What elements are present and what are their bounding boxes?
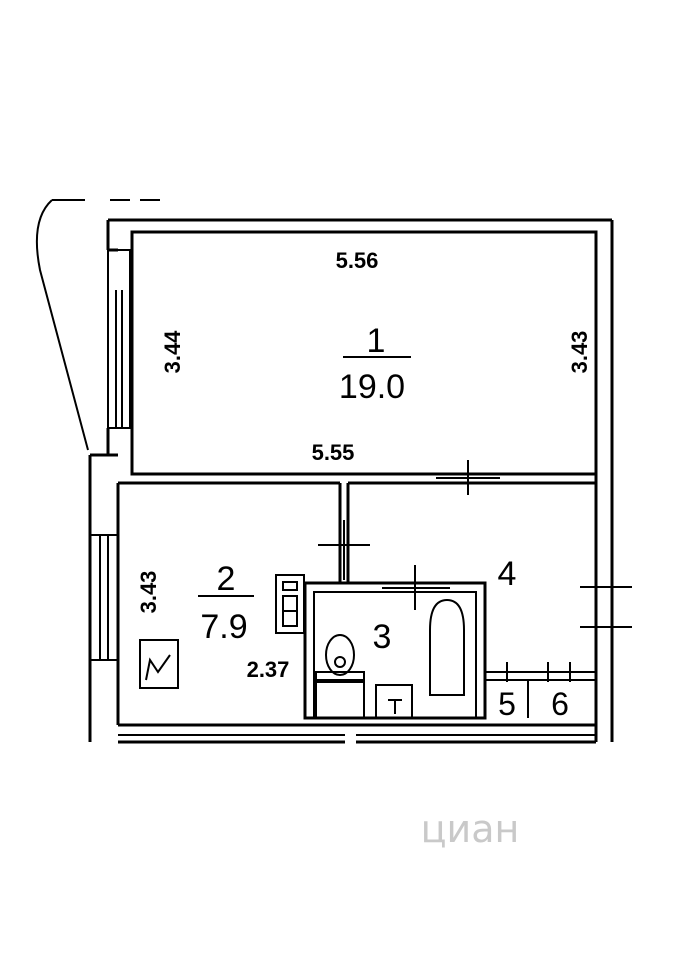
window-room1: [107, 249, 131, 429]
shaft-icon: [139, 639, 179, 689]
stove-icon: [275, 574, 305, 634]
partition-walls: [318, 460, 596, 584]
dimension-room1-top: 5.56: [336, 248, 379, 273]
sink-icon: [375, 684, 413, 719]
room4-number: 4: [498, 555, 517, 593]
room3-number: 3: [373, 618, 392, 656]
dimension-room1-left: 3.44: [160, 330, 185, 374]
dimension-room1-bottom: 5.55: [312, 440, 355, 465]
closets-outline: [485, 662, 596, 718]
watermark-logo: циан: [421, 807, 520, 851]
room1-area: 19.0: [339, 368, 405, 406]
room1-outline: [130, 230, 598, 476]
room4-door-marks: [580, 586, 632, 628]
room5-number: 5: [498, 686, 516, 722]
dimension-room2-bottom: 2.37: [247, 657, 290, 682]
outer-walls: [88, 218, 614, 742]
room1-number: 1: [367, 322, 386, 360]
corridor-wall: [118, 734, 596, 744]
room2-area: 7.9: [200, 608, 247, 646]
toilet-icon: [315, 634, 365, 719]
room2-outline: [89, 481, 596, 727]
dimension-room1-right: 3.43: [567, 331, 592, 374]
room6-number: 6: [551, 686, 569, 722]
balcony-outline: [35, 199, 160, 451]
room2-number: 2: [217, 560, 236, 598]
bathtub-icon: [429, 598, 465, 696]
dimension-room2-left: 3.43: [136, 571, 161, 614]
